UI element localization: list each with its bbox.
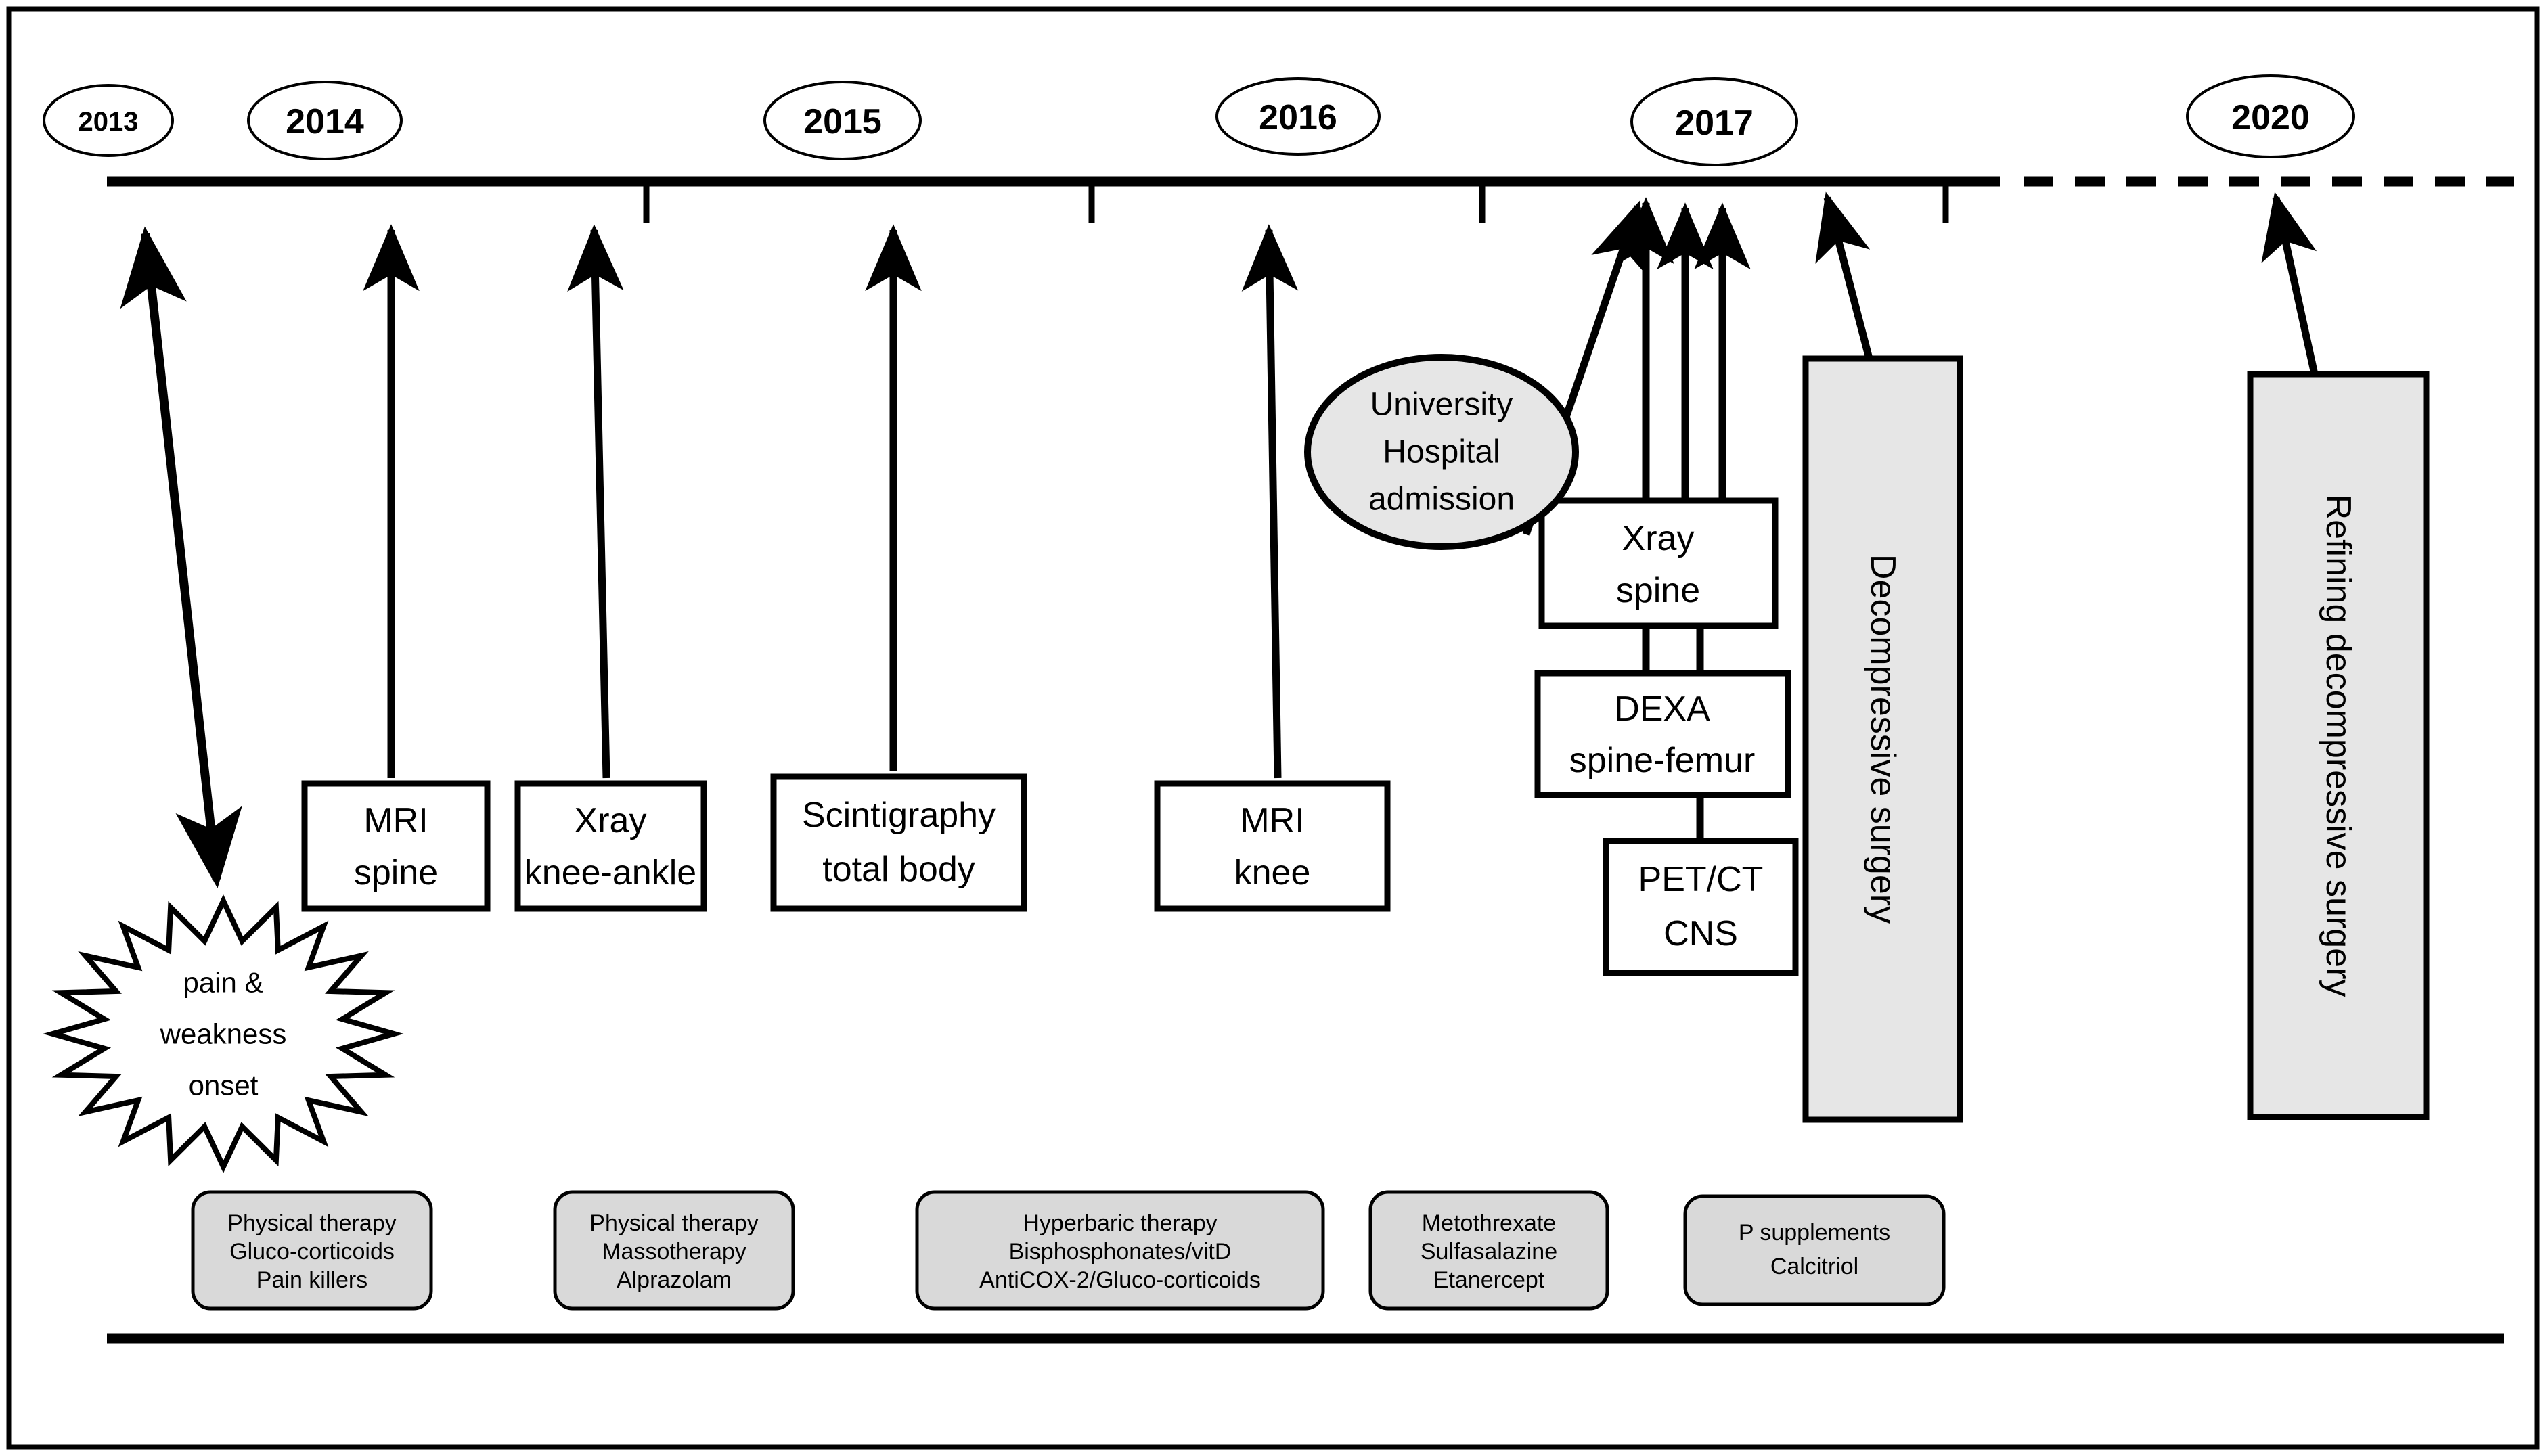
therapy-box-therapy-2017[interactable]: P supplements Calcitriol bbox=[1683, 1194, 1946, 1306]
starburst-shape bbox=[43, 894, 404, 1174]
exam-box-xray-knee-ankle[interactable]: Xray knee-ankle bbox=[514, 780, 707, 912]
therapy-box-rect bbox=[191, 1190, 433, 1311]
exam-box-pet-ct-cns[interactable]: PET/CT CNS bbox=[1603, 838, 1799, 976]
event-ellipse-line-3: admission bbox=[1368, 482, 1515, 518]
event-ellipse-university-hospital-admission[interactable]: University Hospital admission bbox=[1304, 354, 1579, 550]
surgery-box-rect bbox=[1802, 355, 1963, 1123]
event-ellipse-line-2: Hospital bbox=[1383, 434, 1500, 470]
year-text: 2014 bbox=[286, 102, 364, 141]
starburst-line-1: pain & bbox=[183, 967, 263, 999]
therapy-box-therapy-2016[interactable]: Metothrexate Sulfasalazine Etanercept bbox=[1368, 1190, 1609, 1311]
exam-box-line-1: MRI bbox=[363, 801, 428, 840]
year-ellipse bbox=[2186, 74, 2355, 158]
year-ellipse bbox=[1630, 77, 1798, 166]
exam-box-line-1: Xray bbox=[1622, 519, 1695, 558]
year-label-2013[interactable]: 2013 bbox=[43, 84, 174, 157]
therapy-box-rect bbox=[553, 1190, 795, 1311]
onset-arrow bbox=[120, 226, 242, 888]
exam-box-line-2: knee bbox=[1234, 853, 1311, 892]
year-text: 2020 bbox=[2231, 98, 2310, 137]
surgery-box-rect bbox=[2247, 371, 2430, 1120]
exam-box-line-1: Scintigraphy bbox=[802, 796, 996, 835]
therapy-line-1: Metothrexate bbox=[1422, 1210, 1556, 1236]
connector-mri-knee bbox=[1241, 224, 1299, 779]
exam-box-line-1: Xray bbox=[575, 801, 647, 840]
exam-box-rect bbox=[301, 780, 491, 912]
exam-box-scintigraphy-total-body[interactable]: Scintigraphy total body bbox=[770, 773, 1027, 912]
year-label-2016[interactable]: 2016 bbox=[1215, 77, 1381, 156]
year-label-2015[interactable]: 2015 bbox=[763, 81, 922, 160]
exam-box-mri-spine[interactable]: MRI spine bbox=[301, 780, 491, 912]
exam-box-line-2: total body bbox=[822, 850, 975, 889]
therapy-line-1: Physical therapy bbox=[227, 1210, 396, 1236]
therapy-box-therapy-2013[interactable]: Physical therapy Gluco-corticoids Pain k… bbox=[191, 1190, 433, 1311]
event-ellipse-line-1: University bbox=[1370, 387, 1513, 423]
year-ellipse bbox=[1215, 77, 1381, 156]
therapy-line-2: Gluco-corticoids bbox=[229, 1239, 395, 1265]
therapy-line-2: Sulfasalazine bbox=[1421, 1239, 1557, 1265]
exam-box-xray-spine[interactable]: Xray spine bbox=[1538, 497, 1779, 629]
therapy-line-3: Etanercept bbox=[1433, 1267, 1545, 1293]
surgery-box-label: Refining decompressive surgery bbox=[2319, 495, 2358, 997]
exam-box-dexa-spine-femur[interactable]: DEXA spine-femur bbox=[1534, 670, 1791, 798]
therapy-box-therapy-2014[interactable]: Physical therapy Massotherapy Alprazolam bbox=[553, 1190, 795, 1311]
exam-box-line-2: CNS bbox=[1663, 914, 1738, 953]
therapy-line-2: Bisphosphonates/vitD bbox=[1009, 1239, 1232, 1265]
year-text: 2015 bbox=[803, 102, 882, 141]
exam-box-rect bbox=[1154, 780, 1391, 912]
exam-box-line-2: knee-ankle bbox=[524, 853, 696, 892]
therapy-line-1: Physical therapy bbox=[589, 1210, 758, 1236]
exam-box-line-1: DEXA bbox=[1614, 689, 1710, 729]
surgery-box-label: Decompressive surgery bbox=[1863, 554, 1902, 924]
year-label-2017[interactable]: 2017 bbox=[1630, 77, 1798, 166]
therapy-line-2: Massotherapy bbox=[602, 1239, 746, 1265]
therapy-line-3: Pain killers bbox=[256, 1267, 367, 1293]
event-ellipse-shape bbox=[1304, 354, 1579, 550]
therapy-line-3: Alprazolam bbox=[617, 1267, 732, 1293]
starburst-line-3: onset bbox=[189, 1070, 259, 1101]
therapy-box-rect bbox=[1683, 1194, 1946, 1306]
connector-xray-knee-ankle bbox=[567, 224, 624, 779]
surgery-box-refining-decompressive-surgery[interactable]: Refining decompressive surgery bbox=[2247, 371, 2430, 1120]
starburst-line-2: weakness bbox=[160, 1018, 287, 1050]
year-label-2014[interactable]: 2014 bbox=[247, 81, 403, 160]
year-text: 2016 bbox=[1259, 98, 1337, 137]
year-label-2020[interactable]: 2020 bbox=[2186, 74, 2355, 158]
timeline-axis bbox=[107, 176, 2514, 223]
exam-box-line-1: MRI bbox=[1240, 801, 1304, 840]
exam-box-line-2: spine bbox=[354, 853, 438, 892]
year-ellipse bbox=[247, 81, 403, 160]
therapy-box-rect bbox=[915, 1190, 1325, 1311]
exam-box-rect bbox=[1603, 838, 1799, 976]
year-ellipse bbox=[43, 84, 174, 157]
therapy-box-therapy-2015[interactable]: Hyperbaric therapy Bisphosphonates/vitD … bbox=[915, 1190, 1325, 1311]
year-text: 2013 bbox=[79, 107, 139, 137]
therapy-line-3: AntiCOX-2/Gluco-corticoids bbox=[979, 1267, 1261, 1293]
exam-box-rect bbox=[1538, 497, 1779, 629]
surgery-box-decompressive-surgery[interactable]: Decompressive surgery bbox=[1802, 355, 1963, 1123]
therapy-line-2: Calcitriol bbox=[1770, 1254, 1858, 1279]
exam-box-line-2: spine-femur bbox=[1569, 741, 1756, 780]
connector-decompressive-surgery bbox=[1815, 191, 1873, 360]
year-text: 2017 bbox=[1675, 104, 1754, 143]
exam-box-rect bbox=[770, 773, 1027, 912]
year-ellipse bbox=[763, 81, 922, 160]
exam-box-line-1: PET/CT bbox=[1638, 860, 1764, 899]
therapy-line-1: Hyperbaric therapy bbox=[1023, 1210, 1217, 1236]
connector-refining-surgery bbox=[2261, 191, 2319, 376]
exam-box-rect bbox=[514, 780, 707, 912]
exam-box-line-2: spine bbox=[1616, 571, 1700, 610]
exam-box-rect bbox=[1534, 670, 1791, 798]
therapy-box-rect bbox=[1368, 1190, 1609, 1311]
exam-box-mri-knee[interactable]: MRI knee bbox=[1154, 780, 1391, 912]
therapy-line-1: P supplements bbox=[1739, 1220, 1890, 1246]
onset-starburst[interactable]: pain & weakness onset bbox=[43, 894, 404, 1174]
